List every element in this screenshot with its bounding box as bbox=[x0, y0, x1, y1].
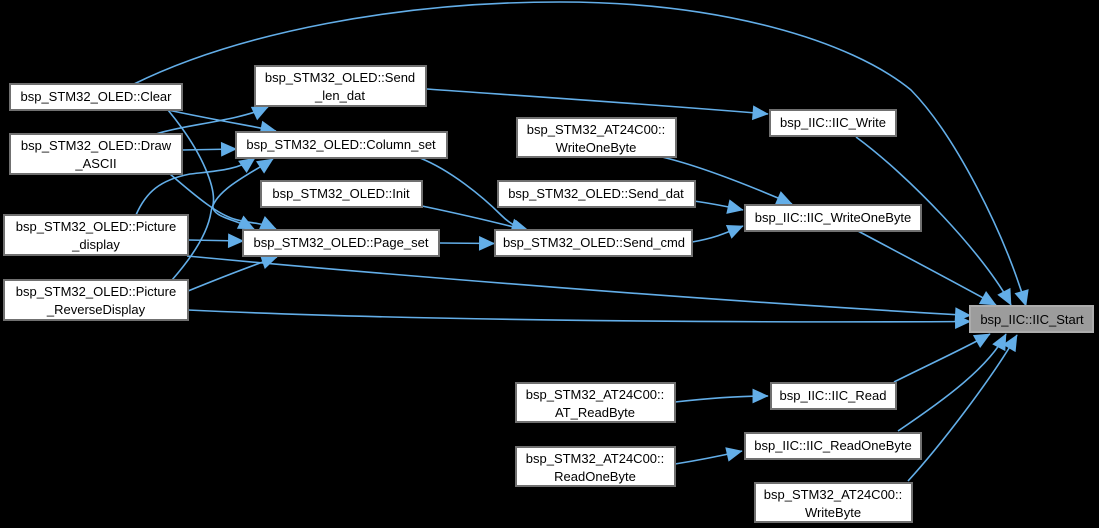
svg-text:bsp_STM32_OLED::Send_dat: bsp_STM32_OLED::Send_dat bbox=[508, 186, 684, 201]
svg-text:bsp_STM32_OLED::Clear: bsp_STM32_OLED::Clear bbox=[20, 89, 172, 104]
svg-text:bsp_IIC::IIC_Read: bsp_IIC::IIC_Read bbox=[780, 388, 887, 403]
svg-text:bsp_IIC::IIC_Write: bsp_IIC::IIC_Write bbox=[780, 115, 886, 130]
svg-text:AT_ReadByte: AT_ReadByte bbox=[555, 405, 635, 420]
svg-text:bsp_IIC::IIC_Start: bsp_IIC::IIC_Start bbox=[980, 312, 1084, 327]
svg-text:ReadOneByte: ReadOneByte bbox=[554, 469, 636, 484]
svg-text:bsp_IIC::IIC_WriteOneByte: bsp_IIC::IIC_WriteOneByte bbox=[755, 210, 912, 225]
svg-text:bsp_STM32_OLED::Column_set: bsp_STM32_OLED::Column_set bbox=[246, 137, 436, 152]
svg-text:_display: _display bbox=[71, 237, 120, 252]
svg-text:bsp_STM32_AT24C00::: bsp_STM32_AT24C00:: bbox=[764, 487, 903, 502]
svg-text:WriteOneByte: WriteOneByte bbox=[556, 140, 637, 155]
svg-text:WriteByte: WriteByte bbox=[805, 505, 861, 520]
svg-text:bsp_STM32_AT24C00::: bsp_STM32_AT24C00:: bbox=[526, 387, 665, 402]
svg-text:bsp_STM32_OLED::Init: bsp_STM32_OLED::Init bbox=[272, 186, 410, 201]
svg-text:_ReverseDisplay: _ReverseDisplay bbox=[46, 302, 146, 317]
svg-text:bsp_STM32_OLED::Picture: bsp_STM32_OLED::Picture bbox=[16, 284, 176, 299]
svg-text:bsp_IIC::IIC_ReadOneByte: bsp_IIC::IIC_ReadOneByte bbox=[754, 438, 912, 453]
svg-text:bsp_STM32_OLED::Send_cmd: bsp_STM32_OLED::Send_cmd bbox=[503, 235, 685, 250]
svg-text:bsp_STM32_OLED::Send: bsp_STM32_OLED::Send bbox=[265, 70, 415, 85]
svg-text:bsp_STM32_OLED::Picture: bsp_STM32_OLED::Picture bbox=[16, 219, 176, 234]
svg-text:bsp_STM32_AT24C00::: bsp_STM32_AT24C00:: bbox=[526, 451, 665, 466]
svg-text:bsp_STM32_OLED::Page_set: bsp_STM32_OLED::Page_set bbox=[254, 235, 429, 250]
svg-text:_ASCII: _ASCII bbox=[74, 156, 116, 171]
svg-text:_len_dat: _len_dat bbox=[314, 88, 365, 103]
svg-text:bsp_STM32_AT24C00::: bsp_STM32_AT24C00:: bbox=[527, 122, 666, 137]
svg-text:bsp_STM32_OLED::Draw: bsp_STM32_OLED::Draw bbox=[21, 138, 172, 153]
